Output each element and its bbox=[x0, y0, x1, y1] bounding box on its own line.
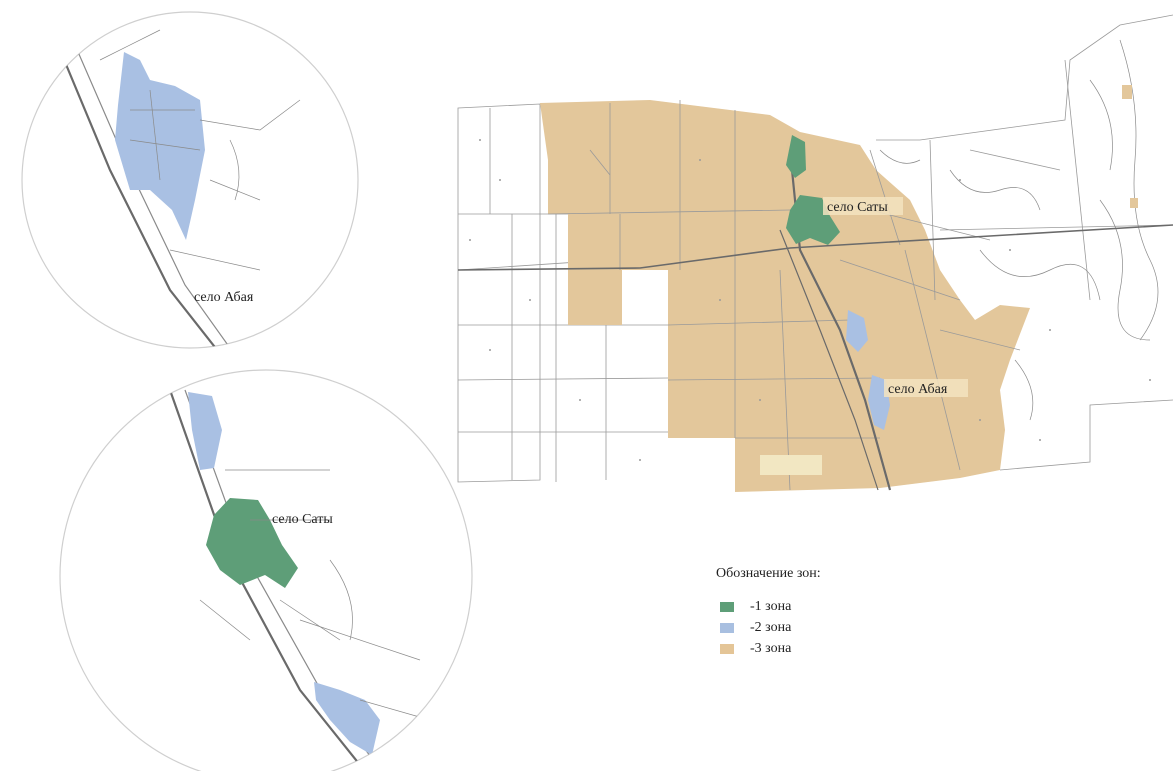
inset-saty-zone-2-north bbox=[188, 392, 222, 470]
label-saty-main: село Саты bbox=[827, 200, 888, 215]
label-abaya-inset: село Абая bbox=[194, 290, 254, 305]
inset-abaya-zone-2 bbox=[115, 52, 205, 240]
legend-label-zone-2: -2 зона bbox=[750, 619, 792, 635]
legend: Обозначение зон: -1 зона -2 зона -3 зона bbox=[716, 566, 936, 659]
legend-swatch-zone-2 bbox=[720, 622, 734, 633]
legend-item-zone-2: -2 зона bbox=[716, 617, 936, 638]
light-patch bbox=[760, 455, 822, 475]
legend-label-zone-1: -1 зона bbox=[750, 598, 792, 614]
inset-saty: село Саты bbox=[59, 369, 473, 771]
legend-title: Обозначение зон: bbox=[716, 566, 821, 581]
legend-label-zone-3: -3 зона bbox=[750, 640, 792, 656]
legend-item-zone-3: -3 зона bbox=[716, 638, 936, 659]
legend-swatch-zone-1 bbox=[720, 601, 734, 612]
zone-1-saty-north bbox=[786, 135, 806, 178]
label-abaya-main: село Абая bbox=[888, 382, 948, 397]
zone-3-parcel-lines bbox=[547, 100, 1021, 491]
right-region bbox=[876, 14, 1173, 471]
label-saty-inset: село Саты bbox=[272, 512, 333, 527]
main-map: село Саты село Абая bbox=[457, 14, 1173, 492]
main-road-parallel bbox=[779, 229, 879, 491]
zone-2-middle bbox=[846, 310, 868, 352]
inset-abaya: село Абая bbox=[21, 11, 359, 349]
legend-swatch-zone-3 bbox=[720, 643, 734, 654]
survey-dots bbox=[469, 139, 1151, 461]
zone-1-saty bbox=[786, 195, 840, 245]
inset-saty-zone-2-south bbox=[314, 682, 380, 755]
cross-road bbox=[457, 224, 1173, 271]
zone-3-area bbox=[540, 100, 1030, 492]
inset-saty-zone-1 bbox=[206, 498, 298, 588]
legend-item-zone-1: -1 зона bbox=[716, 596, 936, 617]
